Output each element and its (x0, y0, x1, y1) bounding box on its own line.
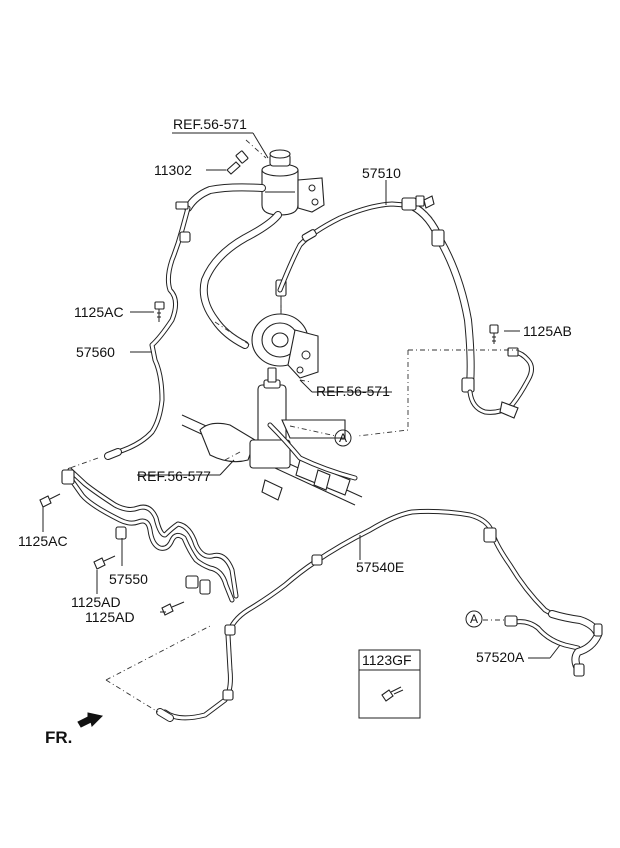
label-leaders (42, 132, 561, 659)
part-57510-label: 57510 (362, 165, 401, 181)
bolt-1125AC-top-icon (154, 301, 165, 322)
bolt-1125AB-icon (489, 324, 499, 344)
return-hose-upper (184, 183, 266, 212)
part-1125AC-left-label: 1125AC (18, 533, 68, 549)
bolt-1125AD-a-icon (93, 555, 116, 570)
labels: REF.56-571 11302 57510 1125AC 1125AB 575… (18, 116, 572, 665)
circle-a-upper: A (334, 429, 352, 447)
hose-57520A (504, 610, 603, 677)
bolt-11302-icon (226, 150, 249, 175)
front-indicator: FR. (45, 712, 104, 747)
pressure-hose-57510 (277, 195, 534, 419)
circle-a-upper-text: A (339, 431, 347, 445)
leader-lines (69, 139, 518, 713)
bolt-1125AC-left-icon (39, 493, 61, 508)
cooler-tube-57550 (61, 467, 239, 603)
part-1125AC-top-label: 1125AC (74, 304, 124, 320)
part-1123GF-box: 1123GF (358, 649, 421, 719)
reservoir (261, 149, 325, 216)
part-11302-label: 11302 (154, 162, 192, 178)
ref-56-577-label: REF.56-577 (137, 468, 211, 484)
ref-56-571-mid-label: REF.56-571 (316, 383, 390, 399)
ref-56-571-top-label: REF.56-571 (173, 116, 247, 132)
part-1125AB-label: 1125AB (523, 323, 572, 339)
part-57550-label: 57550 (109, 571, 148, 587)
part-57560-label: 57560 (76, 344, 115, 360)
power-steering-pump (251, 279, 319, 379)
bolt-1123GF-icon (381, 686, 404, 702)
part-1125AD-a-label: 1125AD (71, 594, 121, 610)
bolt-1125AD-b-icon (161, 601, 185, 616)
front-direction-arrow-icon (77, 712, 104, 728)
return-hose-57560 (104, 201, 191, 460)
return-tube-57540E (156, 508, 555, 722)
suction-hose (199, 211, 282, 349)
part-57520A-label: 57520A (476, 649, 525, 665)
part-57540E-label: 57540E (356, 559, 404, 575)
front-label: FR. (45, 728, 72, 747)
circle-a-lower: A (465, 610, 483, 628)
part-1123GF-label: 1123GF (362, 652, 412, 668)
circle-a-lower-text: A (470, 612, 478, 626)
part-1125AD-b-label: 1125AD (85, 609, 135, 625)
steering-gear-box (181, 367, 363, 506)
